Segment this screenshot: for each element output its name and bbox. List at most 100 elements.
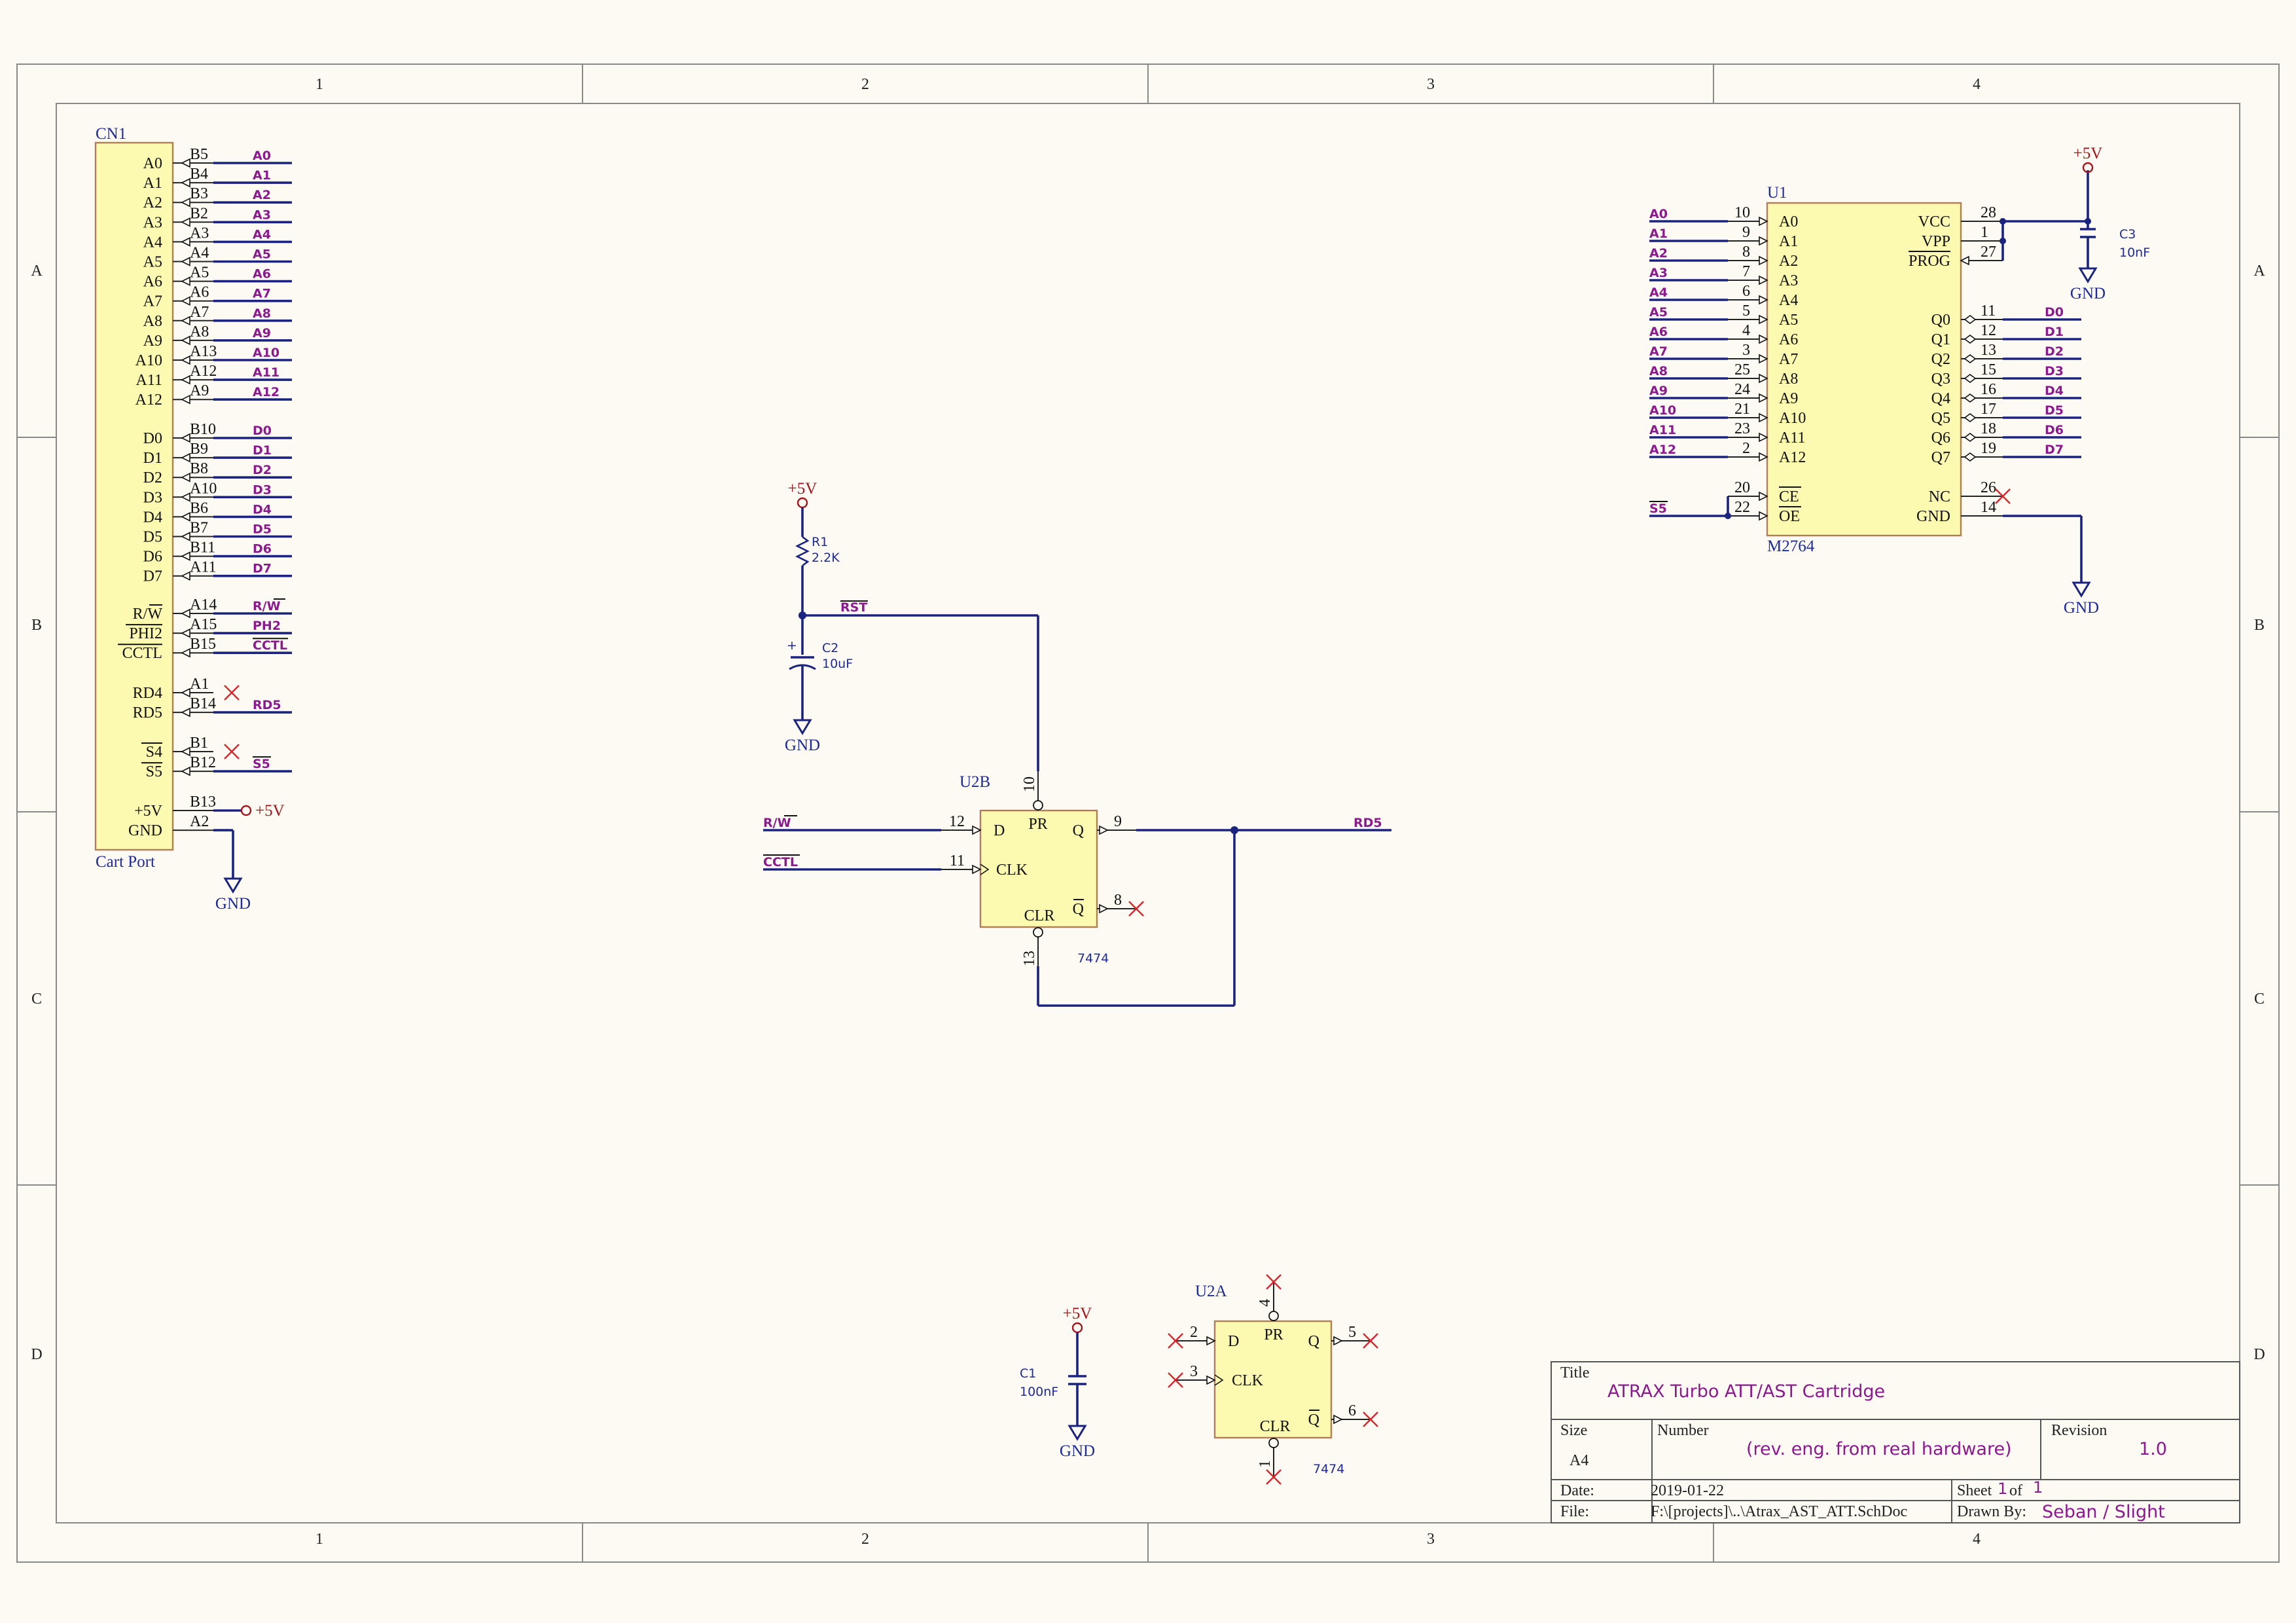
- sheet-label: Sheet: [1957, 1482, 1992, 1499]
- u1-pin-name: A5: [1779, 312, 1798, 329]
- u1-net-label: A8: [1649, 364, 1668, 378]
- cn1-pin-number: A11: [190, 559, 216, 576]
- cn1-pin-number: B5: [190, 146, 208, 163]
- cn1-net-label: A4: [253, 227, 271, 242]
- pin-direction-arrow: [1759, 452, 1768, 462]
- u1-pin-number: 7: [1742, 263, 1750, 280]
- pin-io-marker: [1964, 315, 1977, 324]
- pin-direction-arrow: [181, 512, 190, 522]
- u1-net-label: A9: [1649, 384, 1668, 398]
- inversion-bubble: [1268, 1438, 1279, 1448]
- u1-pin-number: 24: [1734, 381, 1750, 398]
- c2-polarity-mark: +: [787, 638, 797, 653]
- revision-value: 1.0: [2139, 1439, 2167, 1459]
- u1-pin-number: 21: [1734, 401, 1750, 418]
- cn1-designator: CN1: [96, 125, 126, 143]
- pin-direction-arrow: [1759, 216, 1768, 227]
- cn1-pin-name: D0: [143, 430, 162, 447]
- no-connect-marker: [1363, 1333, 1378, 1349]
- pin-direction-arrow: [181, 472, 190, 483]
- file-value: F:\[projects]\..\Atrax_AST_ATT.SchDoc: [1651, 1503, 1907, 1520]
- pin-direction-arrow: [1333, 1336, 1343, 1346]
- cn1-pin-number: A14: [190, 596, 217, 613]
- rst-net-label: RST: [840, 600, 867, 615]
- u2a-pin-number: 2: [1190, 1324, 1198, 1341]
- cn1-pin-name: D4: [143, 509, 162, 526]
- u1-pin-name: Q3: [1931, 371, 1950, 388]
- u1-pin-name: A6: [1779, 331, 1798, 348]
- file-label: File:: [1560, 1503, 1589, 1520]
- pin-io-marker: [1964, 374, 1977, 383]
- pin-direction-arrow: [1099, 903, 1109, 914]
- u2b-pin-number: 8: [1114, 892, 1122, 909]
- cn1-pin-number: B2: [190, 205, 208, 222]
- no-connect-marker: [1363, 1412, 1378, 1427]
- cn1-net-label: D2: [253, 463, 272, 477]
- u1-net-label: A10: [1649, 403, 1676, 418]
- cn1-pin-number: B6: [190, 500, 208, 517]
- u1-pin-name: Q1: [1931, 331, 1950, 348]
- gnd-label: GND: [215, 895, 251, 913]
- zone-row-left: D: [31, 1346, 42, 1363]
- zone-column-bottom: 1: [315, 1531, 323, 1548]
- cn1-net-label: D1: [253, 443, 272, 458]
- clock-edge-marker: [1214, 1374, 1224, 1386]
- pin-direction-arrow: [181, 532, 190, 541]
- cn1-pin-number: A9: [190, 382, 209, 399]
- pin-io-marker: [1964, 393, 1977, 403]
- u2b-net-label: CCTL: [763, 855, 798, 869]
- u1-pin-number: 18: [1981, 420, 1996, 437]
- u1-net-label: D3: [2045, 364, 2064, 378]
- junction-dot: [2000, 218, 2006, 225]
- cn1-pin-number: A10: [190, 480, 217, 497]
- cn1-pin-name: D5: [143, 529, 162, 546]
- revision-label: Revision: [2051, 1422, 2107, 1439]
- u1-net-label: A4: [1649, 285, 1668, 300]
- u1-pin-number: 2: [1742, 440, 1750, 457]
- cn1-pin-name: D7: [143, 568, 162, 585]
- u1-pin-number: 12: [1981, 322, 1996, 339]
- cn1-net-label: R/W: [253, 599, 281, 613]
- u2a-designator: U2A: [1195, 1283, 1227, 1300]
- cn1-net-label: A2: [253, 188, 271, 202]
- u2a-pin-number: 1: [1257, 1460, 1274, 1468]
- cn1-pin-number: B3: [190, 185, 208, 202]
- vcc-label: +5V: [255, 802, 285, 820]
- u1-net-label: D4: [2045, 384, 2064, 398]
- cn1-pin-name: A8: [143, 313, 162, 330]
- cn1-pin-name: S4: [146, 744, 162, 761]
- c2-designator: C2: [822, 641, 838, 655]
- r1-designator: R1: [812, 535, 828, 549]
- u1-eprom[interactable]: U1M276410A0A09A1A18A2A27A3A36A4A45A5A54A…: [1649, 145, 2150, 617]
- u1-pin-number: 6: [1742, 283, 1750, 300]
- pin-io-marker: [1964, 335, 1977, 344]
- pin-direction-arrow: [181, 433, 190, 443]
- cn1-pin-number: A3: [190, 225, 209, 242]
- pin-direction-arrow: [181, 316, 190, 326]
- u1-net-label: A12: [1649, 443, 1676, 457]
- cn1-pin-number: B12: [190, 754, 216, 771]
- u1-net-label: A7: [1649, 344, 1668, 359]
- u1-pin-name: Q7: [1931, 449, 1950, 466]
- cn1-net-label: S5: [253, 757, 270, 771]
- no-connect-marker: [224, 744, 240, 759]
- cn1-net-label: A3: [253, 208, 271, 222]
- cn1-net-label: A6: [253, 267, 271, 282]
- u1-pin-name: A9: [1779, 390, 1798, 407]
- cn1-pin-name: A10: [135, 352, 162, 369]
- pin-direction-arrow: [1206, 1375, 1216, 1385]
- u1-net-label: S5: [1649, 501, 1667, 516]
- u2a-pin-name: D: [1228, 1333, 1239, 1350]
- cn1-net-label: D0: [253, 424, 272, 438]
- u1-pin-number: 16: [1981, 381, 1996, 398]
- cn1-net-label: D3: [253, 483, 272, 497]
- pin-direction-arrow: [1759, 275, 1768, 285]
- zone-column-bottom: 3: [1427, 1531, 1435, 1548]
- cn1-comment: Cart Port: [96, 853, 155, 871]
